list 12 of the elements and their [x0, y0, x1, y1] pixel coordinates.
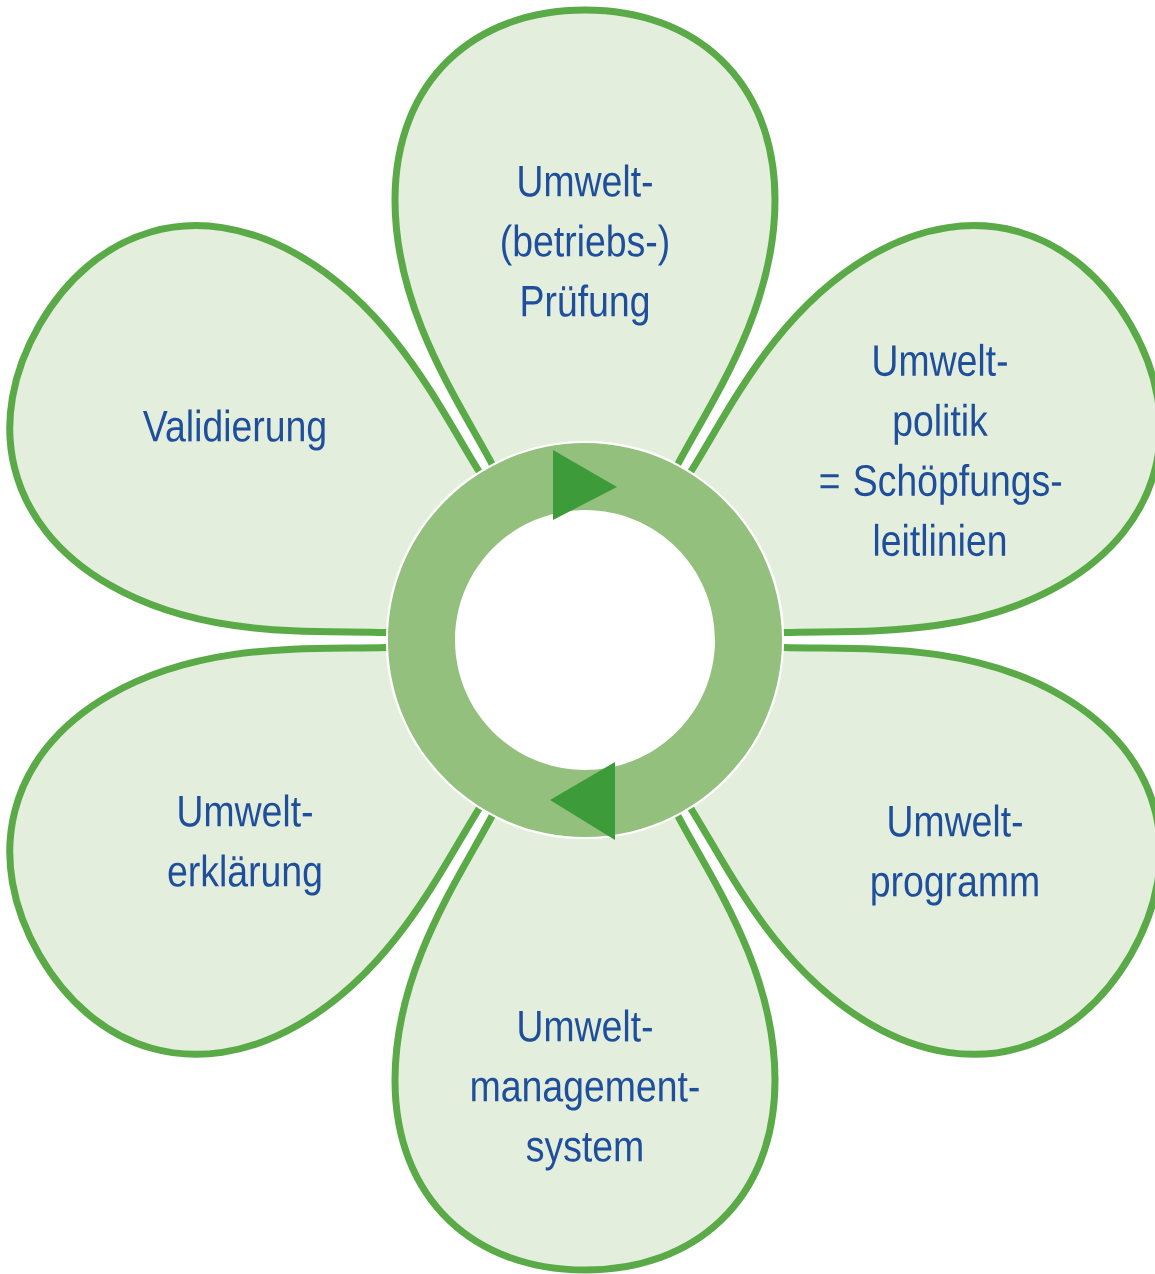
petal-label: Umwelt- programm	[872, 804, 1038, 906]
petal	[391, 814, 779, 1274]
petal-label: Umwelt- erklärung	[168, 794, 321, 896]
petal	[6, 222, 483, 637]
petal-label: Umwelt- management- system	[472, 1009, 699, 1171]
petal-label: Validierung	[143, 409, 325, 451]
petal	[687, 643, 1155, 1058]
petal	[6, 643, 483, 1058]
petal-label: Umwelt- (betriebs-) Prüfung	[502, 164, 668, 326]
petal	[391, 6, 779, 466]
petal	[687, 222, 1155, 637]
petal-label: Umwelt- politik = Schöpfungs- leitlinien	[820, 343, 1062, 557]
